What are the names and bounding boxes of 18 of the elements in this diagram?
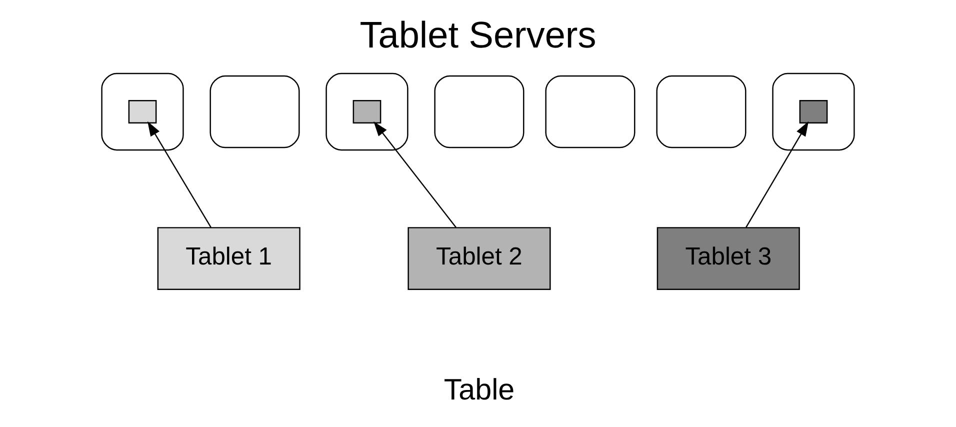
label: Table — [444, 373, 515, 406]
arrow — [746, 121, 809, 228]
node-box — [352, 100, 382, 124]
node-box — [799, 100, 828, 124]
arrow — [147, 121, 212, 228]
node-box — [210, 75, 300, 148]
node-box: Tablet 3 — [656, 227, 800, 290]
node-box — [656, 75, 746, 148]
cluster — [772, 72, 855, 151]
cluster — [101, 72, 184, 151]
arrow — [374, 121, 456, 228]
node-box — [128, 100, 157, 124]
node-box: Tablet 2 — [408, 227, 551, 290]
node-box — [545, 75, 636, 148]
node-box — [434, 75, 524, 148]
diagram-title: Tablet Servers — [360, 14, 596, 56]
node-box: Tablet 1 — [157, 227, 300, 290]
cluster — [326, 72, 408, 151]
